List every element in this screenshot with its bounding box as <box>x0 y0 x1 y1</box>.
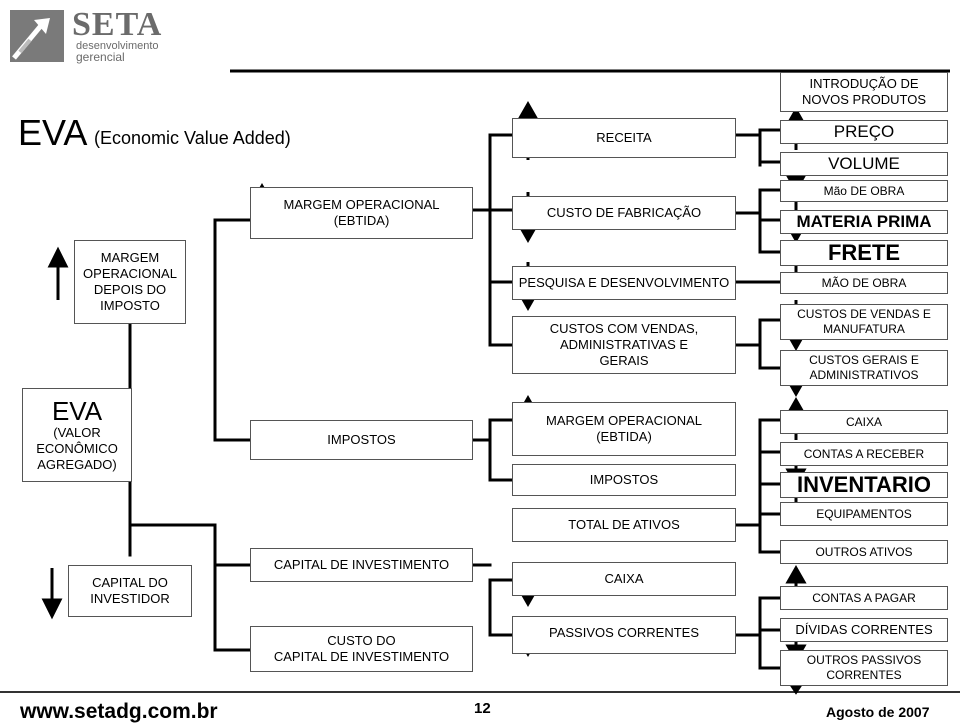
page-title: EVA <box>18 112 88 153</box>
outros-ativos-box: OUTROS ATIVOS <box>780 540 948 564</box>
mao-obra-2-box: MÃO DE OBRA <box>780 272 948 294</box>
contas-pagar-box: CONTAS A PAGAR <box>780 586 948 610</box>
eva-title: EVA <box>51 396 103 426</box>
logo-mark <box>10 10 64 62</box>
total-ativos-box: TOTAL DE ATIVOS <box>512 508 736 542</box>
capital-investimento-box: CAPITAL DE INVESTIMENTO <box>250 548 473 582</box>
materia-prima-box: MATERIA PRIMA <box>780 210 948 234</box>
margem-ebtida-box: MARGEM OPERACIONAL (EBTIDA) <box>250 187 473 239</box>
receita-box: RECEITA <box>512 118 736 158</box>
logo-line1: desenvolvimento <box>76 40 159 52</box>
equipamentos-box: EQUIPAMENTOS <box>780 502 948 526</box>
custos-gerais-box: CUSTOS GERAIS E ADMINISTRATIVOS <box>780 350 948 386</box>
page-subtitle: (Economic Value Added) <box>94 128 291 148</box>
passivos-correntes-box: PASSIVOS CORRENTES <box>512 616 736 654</box>
mao-obra-1-box: Mão DE OBRA <box>780 180 948 202</box>
impostos-box: IMPOSTOS <box>250 420 473 460</box>
arrow-up-icon <box>47 246 69 300</box>
caixa-2-box: CAIXA <box>780 410 948 434</box>
capital-investidor-box: CAPITAL DO INVESTIDOR <box>68 565 192 617</box>
inventario-box: INVENTARIO <box>780 472 948 498</box>
footer-website: www.setadg.com.br <box>20 700 218 723</box>
caixa-box: CAIXA <box>512 562 736 596</box>
custo-fabricacao-box: CUSTO DE FABRICAÇÃO <box>512 196 736 230</box>
logo-line2: gerencial <box>76 50 125 64</box>
preco-box: PREÇO <box>780 120 948 144</box>
volume-box: VOLUME <box>780 152 948 176</box>
impostos-2-box: IMPOSTOS <box>512 464 736 496</box>
outros-passivos-box: OUTROS PASSIVOS CORRENTES <box>780 650 948 686</box>
frete-box: FRETE <box>780 240 948 266</box>
custos-vendas-manufatura-box: CUSTOS DE VENDAS E MANUFATURA <box>780 304 948 340</box>
margem-depois-imposto-box: MARGEM OPERACIONAL DEPOIS DO IMPOSTO <box>74 240 186 324</box>
footer-date: Agosto de 2007 <box>826 704 930 720</box>
custo-capital-box: CUSTO DO CAPITAL DE INVESTIMENTO <box>250 626 473 672</box>
dividas-correntes-box: DÍVIDAS CORRENTES <box>780 618 948 642</box>
contas-receber-box: CONTAS A RECEBER <box>780 442 948 466</box>
footer-page-number: 12 <box>474 700 491 717</box>
logo-name: SETA <box>72 6 163 43</box>
custos-vendas-box: CUSTOS COM VENDAS, ADMINISTRATIVAS E GER… <box>512 316 736 374</box>
eva-box: EVA (VALOR ECONÔMICO AGREGADO) <box>22 388 132 482</box>
margem-ebtida-2-box: MARGEM OPERACIONAL (EBTIDA) <box>512 402 736 456</box>
eva-subtitle: (VALOR ECONÔMICO AGREGADO) <box>36 425 118 472</box>
introducao-box: INTRODUÇÃO DE NOVOS PRODUTOS <box>780 72 948 112</box>
pesquisa-box: PESQUISA E DESENVOLVIMENTO <box>512 266 736 300</box>
arrow-down-icon <box>41 568 63 620</box>
